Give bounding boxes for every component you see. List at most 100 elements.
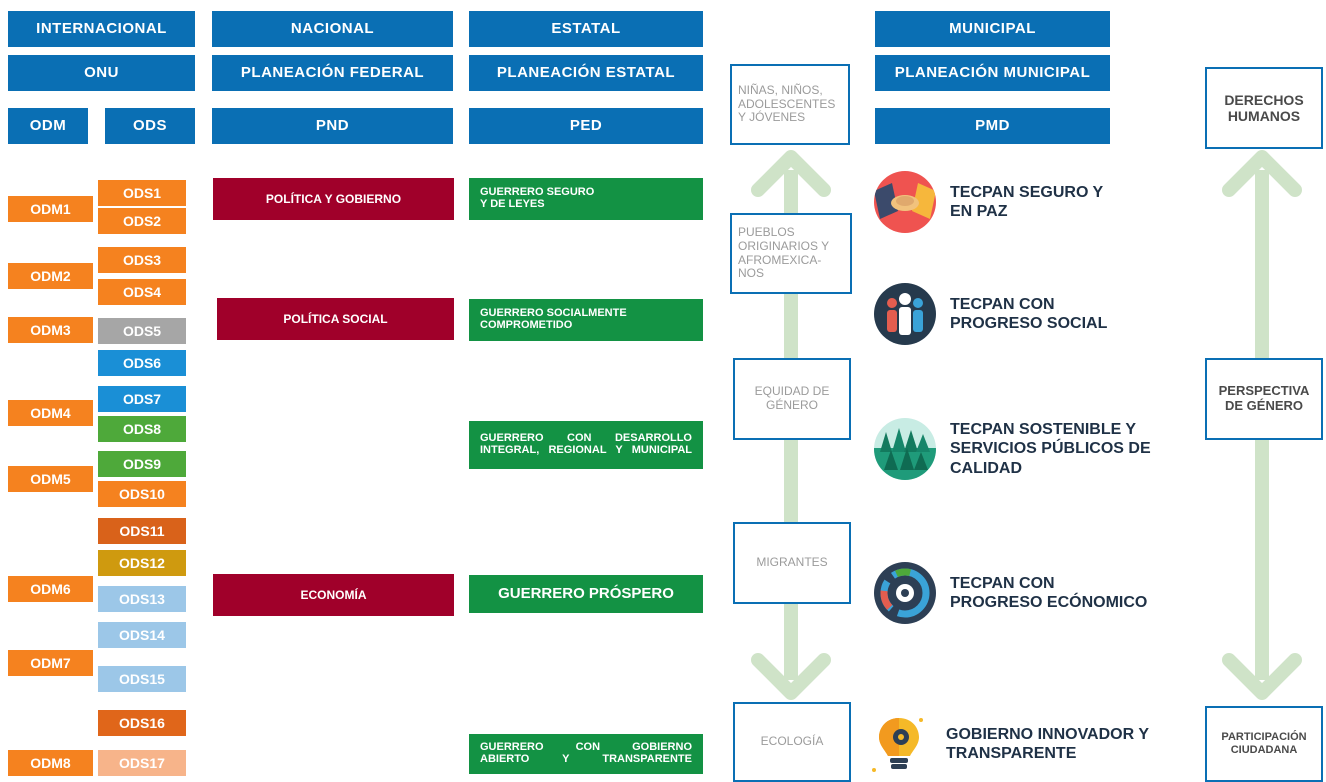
header-planeacion-federal: PLANEACIÓN FEDERAL — [212, 55, 453, 91]
odm-8: ODM8 — [8, 750, 93, 776]
pmd-4-line-1: TECPAN CON — [950, 574, 1055, 592]
pmd-2-line-1: TECPAN CON — [950, 295, 1055, 313]
pmd-2-line-2: PROGRESO SOCIAL — [950, 315, 1108, 332]
participacion-line-2: CIUDADANA — [1230, 744, 1298, 756]
perspectiva-line-2: DE GÉNERO — [1224, 398, 1303, 413]
odm-1: ODM1 — [8, 196, 93, 222]
pmd-1-line-2: EN PAZ — [950, 203, 1008, 220]
header-nacional: NACIONAL — [212, 11, 453, 47]
pmd-3-line-2: SERVICIOS PÚBLICOS DE — [950, 440, 1151, 458]
header-pnd: PND — [212, 108, 453, 144]
ods-8: ODS8 — [98, 416, 186, 442]
ods-16: ODS16 — [98, 710, 186, 736]
transversal-2-line-4: NOS — [738, 266, 765, 281]
ped-5-line-2: ABIERTO Y TRANSPARENTE — [480, 753, 692, 765]
transversal-1-line-3: Y JÓVENES — [738, 110, 806, 125]
pnd-economia: ECONOMÍA — [213, 574, 454, 616]
transversal-3-line-1: EQUIDAD DE — [754, 384, 830, 399]
header-estatal: ESTATAL — [469, 11, 703, 47]
transversal-1-line-2: ADOLESCENTES — [738, 96, 836, 111]
ods-14: ODS14 — [98, 622, 186, 648]
forest-icon — [874, 418, 936, 480]
transversal-2-line-2: ORIGINARIOS Y — [738, 238, 830, 253]
derechos-line-2: HUMANOS — [1227, 108, 1301, 124]
participacion-line-1: PARTICIPACIÓN — [1221, 731, 1307, 744]
pmd-1-line-1: TECPAN SEGURO Y — [950, 183, 1104, 201]
ped-3-line-2: INTEGRAL, REGIONAL Y MUNICIPAL — [480, 444, 692, 456]
header-ods: ODS — [105, 108, 195, 144]
ods-17: ODS17 — [98, 750, 186, 776]
transversal-2-line-3: AFROMEXICA- — [738, 252, 822, 267]
odm-6: ODM6 — [8, 576, 93, 602]
pnd-politica-social: POLÍTICA SOCIAL — [217, 298, 454, 340]
ods-4: ODS4 — [98, 279, 186, 305]
header-planeacion-estatal: PLANEACIÓN ESTATAL — [469, 55, 703, 91]
transversal-5-label: ECOLOGÍA — [760, 734, 824, 749]
ods-15: ODS15 — [98, 666, 186, 692]
ods-2: ODS2 — [98, 208, 186, 234]
pmd-eje-2: TECPAN CON PROGRESO SOCIAL — [874, 283, 1107, 345]
ods-10: ODS10 — [98, 481, 186, 507]
pmd-eje-5: GOBIERNO INNOVADOR Y TRANSPARENTE — [868, 712, 1149, 776]
ped-2-line-2: COMPROMETIDO — [480, 319, 573, 331]
transversal-2-line-1: PUEBLOS — [738, 224, 795, 239]
perspectiva-line-1: PERSPECTIVA — [1218, 383, 1310, 399]
ods-9: ODS9 — [98, 451, 186, 477]
ods-11: ODS11 — [98, 518, 186, 544]
transversal-ecologia: ECOLOGÍA — [733, 702, 851, 782]
ped-3-line-1: GUERRERO CON DESARROLLO — [480, 432, 692, 445]
header-ped: PED — [469, 108, 703, 144]
pmd-eje-4: TECPAN CON PROGRESO ECÓNOMICO — [874, 562, 1147, 624]
transversal-3-line-2: GÉNERO — [765, 398, 818, 412]
ods-5: ODS5 — [98, 318, 186, 344]
pnd-politica-gobierno: POLÍTICA Y GOBIERNO — [213, 178, 454, 220]
transversal-1-line-1: NIÑAS, NIÑOS, — [738, 82, 823, 97]
pmd-5-line-1: GOBIERNO INNOVADOR Y — [946, 725, 1149, 743]
header-onu: ONU — [8, 55, 195, 91]
header-planeacion-municipal: PLANEACIÓN MUNICIPAL — [875, 55, 1110, 91]
odm-4: ODM4 — [8, 400, 93, 426]
handshake-icon — [874, 171, 936, 233]
pmd-3-line-3: CALIDAD — [950, 459, 1022, 477]
lightbulb-gear-icon — [868, 712, 930, 776]
header-pmd: PMD — [875, 108, 1110, 144]
ods-6: ODS6 — [98, 350, 186, 376]
ped-1-line-1: GUERRERO SEGURO — [480, 186, 595, 199]
ped-guerrero-prospero: GUERRERO PRÓSPERO — [469, 575, 703, 613]
header-odm: ODM — [8, 108, 88, 144]
header-municipal: MUNICIPAL — [875, 11, 1110, 47]
ods-12: ODS12 — [98, 550, 186, 576]
ods-1: ODS1 — [98, 180, 186, 206]
odm-5: ODM5 — [8, 466, 93, 492]
pmd-eje-1: TECPAN SEGURO Y EN PAZ — [874, 171, 1103, 233]
ods-7: ODS7 — [98, 386, 186, 412]
ped-5-line-1: GUERRERO CON GOBIERNO — [480, 741, 692, 754]
ods-3: ODS3 — [98, 247, 186, 273]
derechos-line-1: DERECHOS — [1224, 91, 1304, 108]
odm-2: ODM2 — [8, 263, 93, 289]
people-icon — [874, 283, 936, 345]
ods-13: ODS13 — [98, 586, 186, 612]
gear-chart-icon — [874, 562, 936, 624]
transversal-4-label: MIGRANTES — [756, 555, 828, 569]
ped-2-line-1: GUERRERO SOCIALMENTE — [480, 307, 627, 320]
odm-7: ODM7 — [8, 650, 93, 676]
transversal-migrantes: MIGRANTES — [733, 522, 851, 604]
pmd-5-line-2: TRANSPARENTE — [946, 745, 1077, 762]
ped-1-line-2: Y DE LEYES — [480, 198, 545, 210]
odm-3: ODM3 — [8, 317, 93, 343]
pmd-4-line-2: PROGRESO ECÓNOMICO — [950, 594, 1148, 611]
pmd-3-line-1: TECPAN SOSTENIBLE Y — [950, 421, 1137, 439]
header-internacional: INTERNACIONAL — [8, 11, 195, 47]
